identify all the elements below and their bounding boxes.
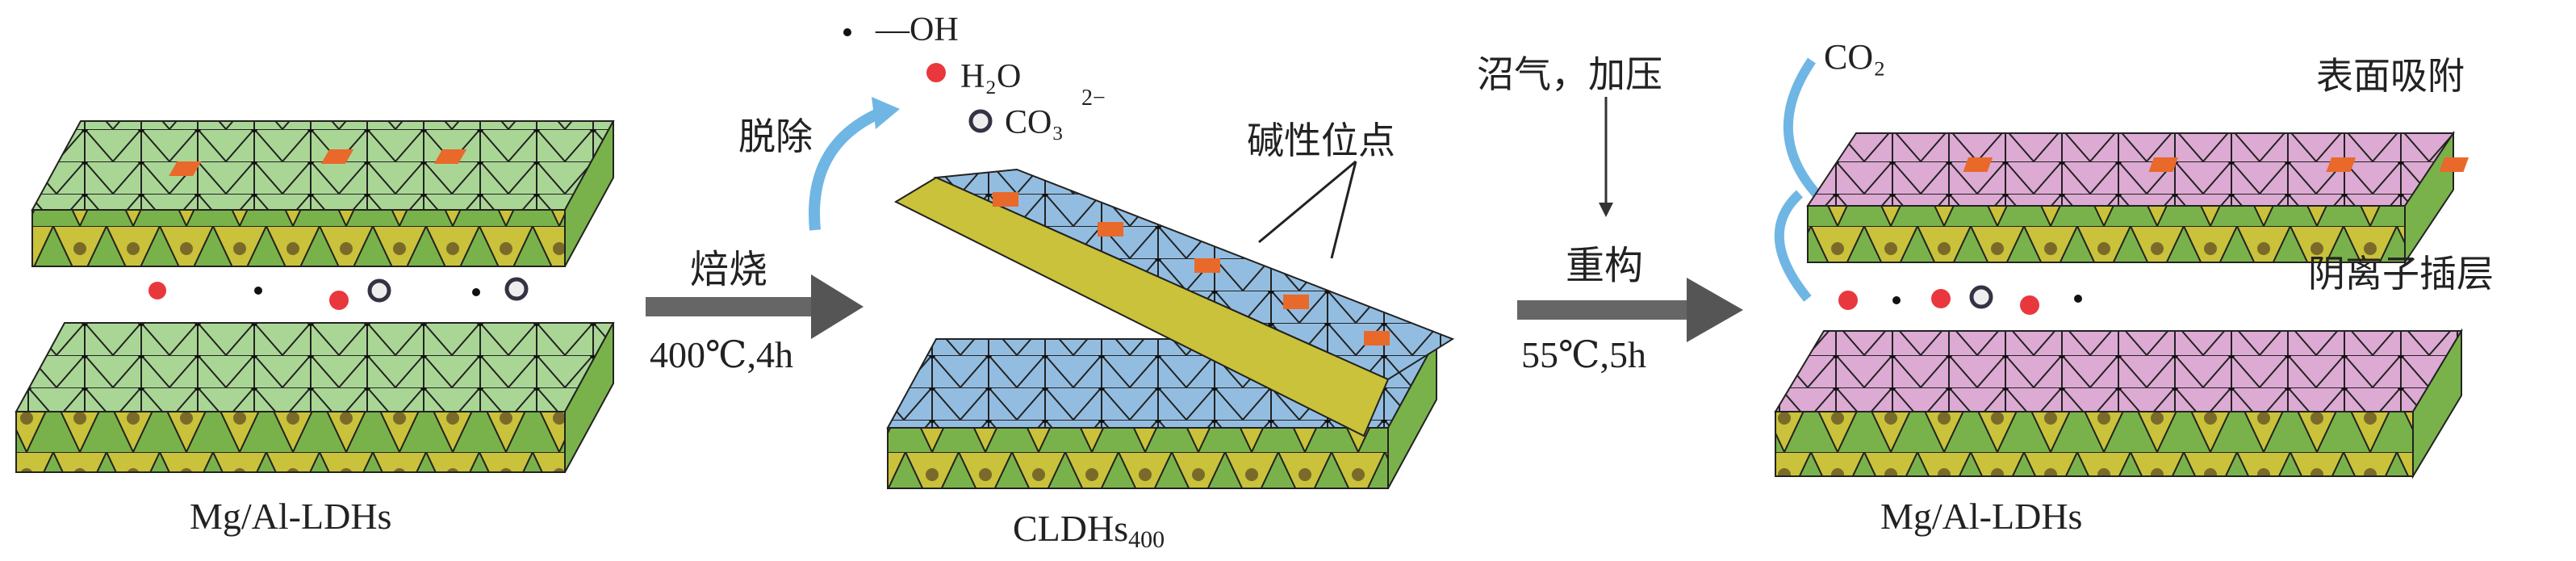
biogas-pressure-label: 沼气，加压 xyxy=(1477,52,1662,96)
reconstruction-label: 重构 xyxy=(1566,243,1643,288)
co2-adsorption-curve xyxy=(1783,57,1828,206)
cldh-layer-top-tilted xyxy=(893,168,1455,437)
removal-curved-arrow xyxy=(809,107,882,231)
co2-label: CO₂ xyxy=(1824,37,1885,77)
hydroxyl-dot-icon xyxy=(843,28,851,36)
legend-co3: CO₃ xyxy=(1005,104,1064,141)
stage3-label: Mg/Al-LDHs xyxy=(1880,496,2082,537)
calcination-condition: 400℃,4h xyxy=(650,334,793,375)
surface-adsorption-label: 表面吸附 xyxy=(2316,54,2465,98)
curved-arrow-head xyxy=(872,97,900,129)
basic-sites-pointer-lines xyxy=(1258,160,1357,259)
ldh-layer-right-bottom xyxy=(1774,328,2463,479)
removal-label: 脱除 xyxy=(738,115,813,158)
calcination-arrow xyxy=(646,274,864,339)
ldh-layer-left-top xyxy=(31,120,615,267)
interlayer-anions-right xyxy=(1838,285,2082,315)
co2-intercalation-curve xyxy=(1774,190,1812,302)
basic-sites-label: 碱性位点 xyxy=(1247,119,1395,162)
ldh-layer-right-top xyxy=(1806,130,2469,266)
legend-co3-charge: 2− xyxy=(1081,86,1106,111)
water-dot-icon xyxy=(926,63,946,82)
reconstruction-arrow xyxy=(1517,278,1743,342)
anion-intercalation-label: 阴离子插层 xyxy=(2308,252,2494,295)
stage2-label: CLDHs400 xyxy=(1013,508,1165,553)
reconstruction-condition: 55℃,5h xyxy=(1521,334,1646,375)
stage1-label: Mg/Al-LDHs xyxy=(190,496,391,537)
calcination-label: 焙烧 xyxy=(690,247,767,292)
carbonate-dot-icon xyxy=(968,109,993,133)
legend-oh: —OH xyxy=(875,11,959,48)
legend-h2o: H₂O xyxy=(960,58,1021,95)
ldh-layer-left-bottom xyxy=(15,322,615,473)
interlayer-anions-left xyxy=(148,277,529,310)
